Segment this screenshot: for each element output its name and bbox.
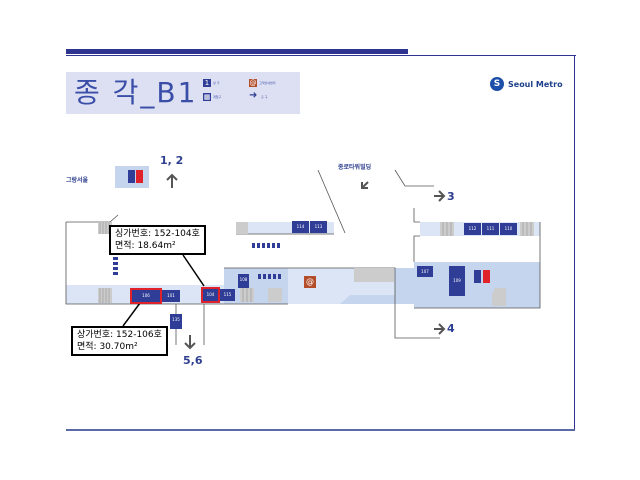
- callout-shop-104: 싱가번호: 152-104호 면적: 18.64m²: [109, 225, 206, 255]
- legend-label-shop: 상 가: [213, 81, 220, 85]
- exit-5-6-label: 5,6: [183, 354, 203, 367]
- shop-104-highlighted[interactable]: 104: [201, 287, 220, 303]
- callout-104-area: 면적: 18.64m²: [115, 241, 176, 251]
- shop-112[interactable]: 112: [464, 223, 481, 235]
- brand-name: Seoul Metro: [508, 79, 563, 89]
- stairs: [98, 222, 534, 306]
- shop-113[interactable]: 113: [310, 221, 327, 233]
- shop-legend-icon: 1: [203, 79, 211, 87]
- title-box: [66, 72, 300, 114]
- header-bar: [66, 49, 408, 54]
- callout-104-pointer: [182, 254, 205, 287]
- restroom-north: [115, 166, 149, 188]
- legend-label-exit: 출 구: [261, 95, 268, 99]
- jongno-tower-label: 종로타워빌딩: [338, 164, 372, 171]
- info-center-legend-icon: @: [249, 79, 257, 87]
- male-restroom-icon: [474, 270, 481, 283]
- exit-3-label: 3: [447, 190, 455, 203]
- exit-1-2-label: 1, 2: [160, 154, 184, 167]
- male-restroom-icon: [128, 170, 135, 183]
- callout-shop-106: 상가번호: 152-106호 면적: 30.70m²: [71, 326, 168, 356]
- walls: [65, 169, 541, 345]
- shop-114[interactable]: 114: [292, 221, 309, 233]
- shop-109[interactable]: 109: [449, 266, 465, 296]
- shop-135[interactable]: 135: [170, 314, 182, 329]
- callout-106-pointer: [122, 302, 141, 327]
- legend-label-info: 고객안내센터: [259, 81, 276, 85]
- shop-115[interactable]: 115: [220, 289, 235, 301]
- shop-111[interactable]: 111: [482, 223, 499, 235]
- callout-106-area: 면적: 30.70m²: [77, 342, 138, 352]
- gate-legend-icon: ▦: [203, 93, 211, 101]
- restroom-east: [470, 264, 494, 292]
- seoul-metro-logo-icon: S: [490, 77, 504, 91]
- legend: 1 상 가 @ 고객안내센터 ▦ 개찰구 ➜ 출 구: [203, 79, 293, 107]
- callout-106-number: 상가번호: 152-106호: [77, 330, 162, 340]
- frame-bottom-border: [66, 429, 575, 431]
- callout-104-number: 싱가번호: 152-104호: [115, 229, 200, 239]
- grand-seoul-label: 그랑서울: [66, 177, 89, 184]
- info-center-icon: @: [304, 276, 316, 288]
- seoul-metro-brand: S Seoul Metro: [490, 76, 563, 92]
- header-line: [66, 55, 576, 56]
- exit-arrow-legend-icon: ➜: [249, 90, 258, 101]
- shop-107[interactable]: 107: [417, 266, 433, 277]
- shop-110[interactable]: 110: [500, 223, 517, 235]
- shop-106-highlighted[interactable]: 106: [130, 288, 162, 304]
- ticket-gates: [113, 243, 281, 279]
- shop-108[interactable]: 108: [238, 274, 249, 288]
- north-corridor: [236, 222, 334, 234]
- exit-4-label: 4: [447, 322, 455, 335]
- legend-label-gate: 개찰구: [213, 95, 222, 99]
- exit-arrows: [166, 173, 446, 350]
- station-title: 종 각_B1: [74, 76, 198, 109]
- shop-101[interactable]: 101: [162, 290, 180, 302]
- female-restroom-icon: [483, 270, 490, 283]
- frame-right-border: [574, 56, 575, 430]
- female-restroom-icon: [136, 170, 143, 183]
